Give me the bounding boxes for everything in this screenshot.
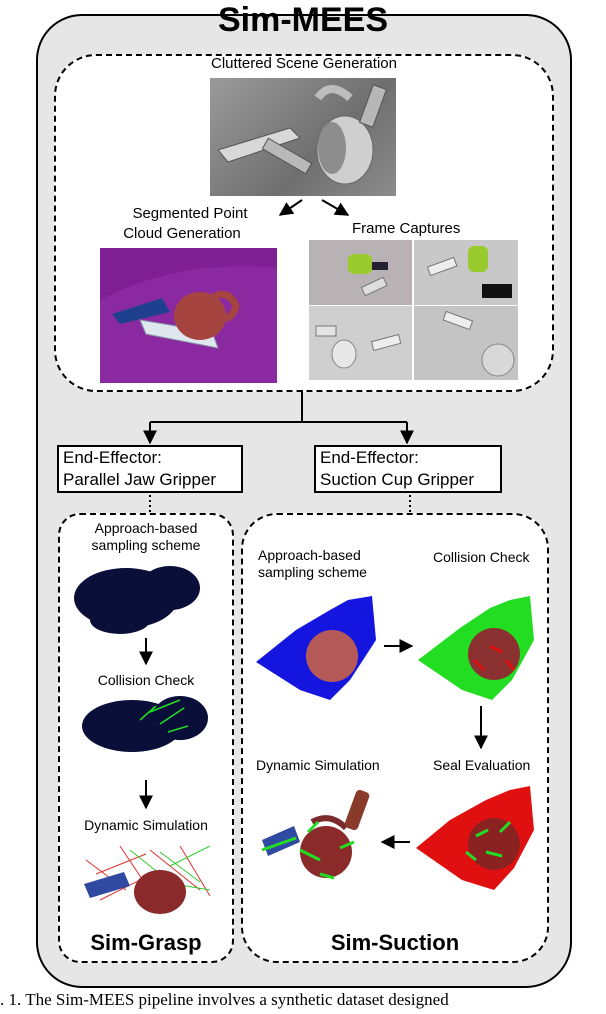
suction-gripper-box: End-Effector: Suction Cup Gripper (314, 445, 502, 493)
frame-capture-objects (315, 246, 515, 377)
jaw-sampling-line1: Approach-based (94, 520, 198, 536)
suction-collision-render (418, 596, 534, 700)
point-cloud-label-line2: Cloud Generation (123, 225, 241, 242)
diagram-title: Sim-MEES (217, 1, 389, 39)
suction-sampling-line2: sampling scheme (258, 564, 367, 580)
suction-dynamic-render (261, 789, 370, 880)
sim-grasp-footer: Sim-Grasp (90, 930, 202, 955)
suction-box-line1: End-Effector: (320, 448, 419, 467)
frame-captures-label: Frame Captures (352, 220, 461, 237)
suction-sampling-render (256, 596, 376, 700)
scene-objects (217, 84, 388, 185)
jaw-gripper-box: End-Effector: Parallel Jaw Gripper (57, 445, 243, 493)
sim-suction-box (241, 513, 549, 963)
jaw-box-line2: Parallel Jaw Gripper (63, 470, 217, 489)
jaw-sampling-line2: sampling scheme (91, 537, 201, 553)
scene-heading: Cluttered Scene Generation (211, 55, 397, 72)
suction-dynamic-label: Dynamic Simulation (256, 757, 380, 773)
sim-suction-footer: Sim-Suction (330, 930, 460, 955)
figure-caption: . 1. The Sim-MEES pipeline involves a sy… (0, 990, 449, 1009)
point-cloud-objects (100, 248, 277, 349)
jaw-sampling-cloud (74, 566, 200, 634)
suction-collision-label: Collision Check (433, 549, 530, 565)
arrow-to-point-cloud (278, 199, 303, 216)
suction-box-line2: Suction Cup Gripper (320, 470, 475, 489)
jaw-collision-cloud (82, 696, 208, 752)
arrow-to-frame-captures (321, 199, 350, 216)
suction-seal-label: Seal Evaluation (433, 757, 531, 773)
jaw-collision-label: Collision Check (97, 672, 195, 688)
jaw-dynamic-label: Dynamic Simulation (84, 817, 208, 833)
point-cloud-label-line1: Segmented Point (132, 205, 248, 222)
jaw-dynamic-render (84, 845, 211, 914)
branch-connectors (143, 390, 414, 445)
suction-sampling-line1: Approach-based (258, 547, 361, 563)
suction-seal-render (416, 786, 534, 890)
jaw-box-line1: End-Effector: (63, 448, 162, 467)
